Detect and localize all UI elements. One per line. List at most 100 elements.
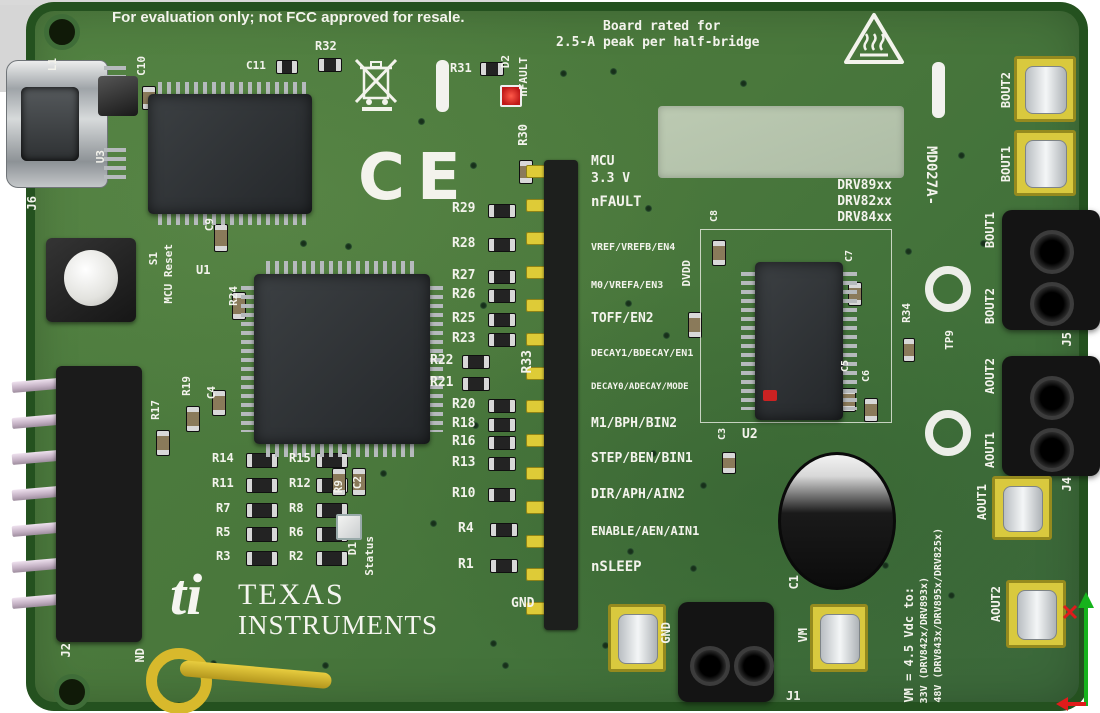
reset-button-cap — [64, 250, 118, 306]
label-c3: C3 — [717, 428, 728, 441]
label-drv82xx: DRV82xx — [837, 194, 892, 209]
label-gnd-pad: GND — [659, 622, 673, 644]
label-aout1-j4: AOUT1 — [983, 432, 997, 469]
mcu-pins — [266, 443, 418, 457]
label-tp9: TP9 — [943, 330, 956, 350]
rating-line2: 2.5-A peak per half-bridge — [556, 35, 760, 50]
label-aout2-j4: AOUT2 — [983, 358, 997, 395]
label-r22: R22 — [430, 353, 454, 368]
label-vm-pad: VM — [796, 628, 810, 643]
label-c8: C8 — [709, 210, 720, 223]
testpoint-pad-vm — [810, 604, 868, 672]
inductor-l1-body — [98, 76, 138, 116]
label-r15: R15 — [289, 451, 311, 465]
label-r25: R25 — [452, 311, 476, 326]
ti-bug-logo: ti — [170, 562, 203, 627]
label-r6: R6 — [289, 525, 304, 539]
gnd-jumper-loop — [146, 648, 212, 713]
signal-m1: M1/BPH/BIN2 — [591, 416, 678, 431]
axis-indicator-icon — [1056, 592, 1094, 711]
label-r29: R29 — [452, 201, 476, 216]
label-r30: R30 — [516, 124, 530, 146]
terminal-hole — [690, 646, 730, 686]
terminal-hole — [1030, 282, 1074, 326]
terminal-j4 — [1002, 356, 1100, 476]
label-s1: S1 — [147, 252, 160, 266]
signal-step: STEP/BEN/BIN1 — [591, 451, 693, 466]
usb-shell-opening — [21, 87, 79, 161]
label-r20: R20 — [452, 397, 476, 412]
label-l1: L1 — [46, 58, 59, 72]
terminal-hole — [734, 646, 774, 686]
micro-usb-connector-j6 — [6, 60, 108, 188]
signal-vref: VREF/VREFB/EN4 — [591, 242, 676, 253]
label-r10: R10 — [452, 486, 476, 501]
nfault-led-d2 — [500, 85, 522, 107]
vm-note-line2: 33V (DRV842x/DRV893x) — [919, 576, 930, 703]
testpoint-pad-aout2 — [1006, 580, 1066, 648]
mcu-pins — [266, 261, 418, 275]
ti-logo-on-chip — [763, 390, 777, 401]
label-r16: R16 — [452, 434, 476, 449]
label-area — [658, 106, 904, 178]
signal-nfault: nFAULT — [591, 194, 642, 210]
label-gnd-header: GND — [511, 596, 535, 611]
ti-logo-instruments: INSTRUMENTS — [238, 610, 439, 640]
mcu-pins — [241, 286, 255, 432]
label-j5: J5 — [1060, 332, 1074, 347]
fiducial-bar — [932, 62, 945, 118]
label-r11: R11 — [212, 476, 234, 490]
signal-toff: TOFF/EN2 — [591, 311, 654, 326]
usb-pins — [104, 148, 126, 182]
testpoint-clip — [820, 614, 860, 664]
signal-pin-header — [544, 160, 578, 630]
label-r9: R9 — [332, 480, 345, 494]
testpoint-pad-bout1 — [1014, 130, 1076, 196]
label-board-id: MD027A- — [923, 146, 939, 206]
label-r3: R3 — [216, 549, 231, 563]
label-u3: U3 — [94, 150, 107, 164]
label-c11: C11 — [246, 59, 266, 72]
fiducial-bar — [436, 60, 449, 112]
label-c9: C9 — [203, 218, 216, 232]
label-bout1-pad: BOUT1 — [999, 146, 1013, 183]
weee-recycling-icon — [354, 58, 398, 111]
hot-surface-warning-icon — [844, 13, 904, 64]
label-bout2-j5: BOUT2 — [983, 288, 997, 325]
mcu-chip-u1 — [254, 274, 430, 444]
label-bout1-j5: BOUT1 — [983, 212, 997, 249]
label-c6: C6 — [861, 370, 872, 383]
testpoint-clip — [1024, 66, 1068, 114]
label-3v3: 3.3 V — [591, 171, 631, 186]
signal-dir: DIR/APH/AIN2 — [591, 487, 685, 502]
label-r17: R17 — [149, 400, 162, 420]
testpoint-clip — [618, 614, 658, 664]
testpoint-clip — [1016, 590, 1058, 640]
label-r27: R27 — [452, 268, 476, 283]
test-point-ring — [925, 266, 971, 312]
terminal-j5 — [1002, 210, 1100, 330]
label-r34: R34 — [900, 303, 913, 323]
label-r26: R26 — [452, 287, 476, 302]
label-j2: J2 — [59, 643, 73, 658]
label-r23: R23 — [452, 331, 476, 346]
label-r32: R32 — [315, 39, 337, 53]
label-aout1-pad: AOUT1 — [975, 484, 989, 521]
label-dvdd: DVDD — [680, 260, 693, 287]
label-r19: R19 — [180, 376, 193, 396]
label-r12: R12 — [289, 476, 311, 490]
electrolytic-capacitor-c1 — [778, 452, 896, 590]
signal-decay1: DECAY1/BDECAY/EN1 — [591, 348, 694, 359]
label-c10: C10 — [135, 56, 148, 76]
label-c4: C4 — [205, 386, 218, 400]
mcu-pins — [429, 286, 443, 432]
rating-line1: Board rated for — [603, 19, 721, 34]
status-led-d1 — [336, 514, 362, 540]
label-d2: D2 — [499, 55, 512, 69]
testpoint-pad-gnd — [608, 604, 666, 672]
label-r8: R8 — [289, 501, 304, 515]
label-r2: R2 — [289, 549, 304, 563]
driver-chip-pins — [842, 272, 857, 410]
label-r4: R4 — [458, 521, 474, 536]
